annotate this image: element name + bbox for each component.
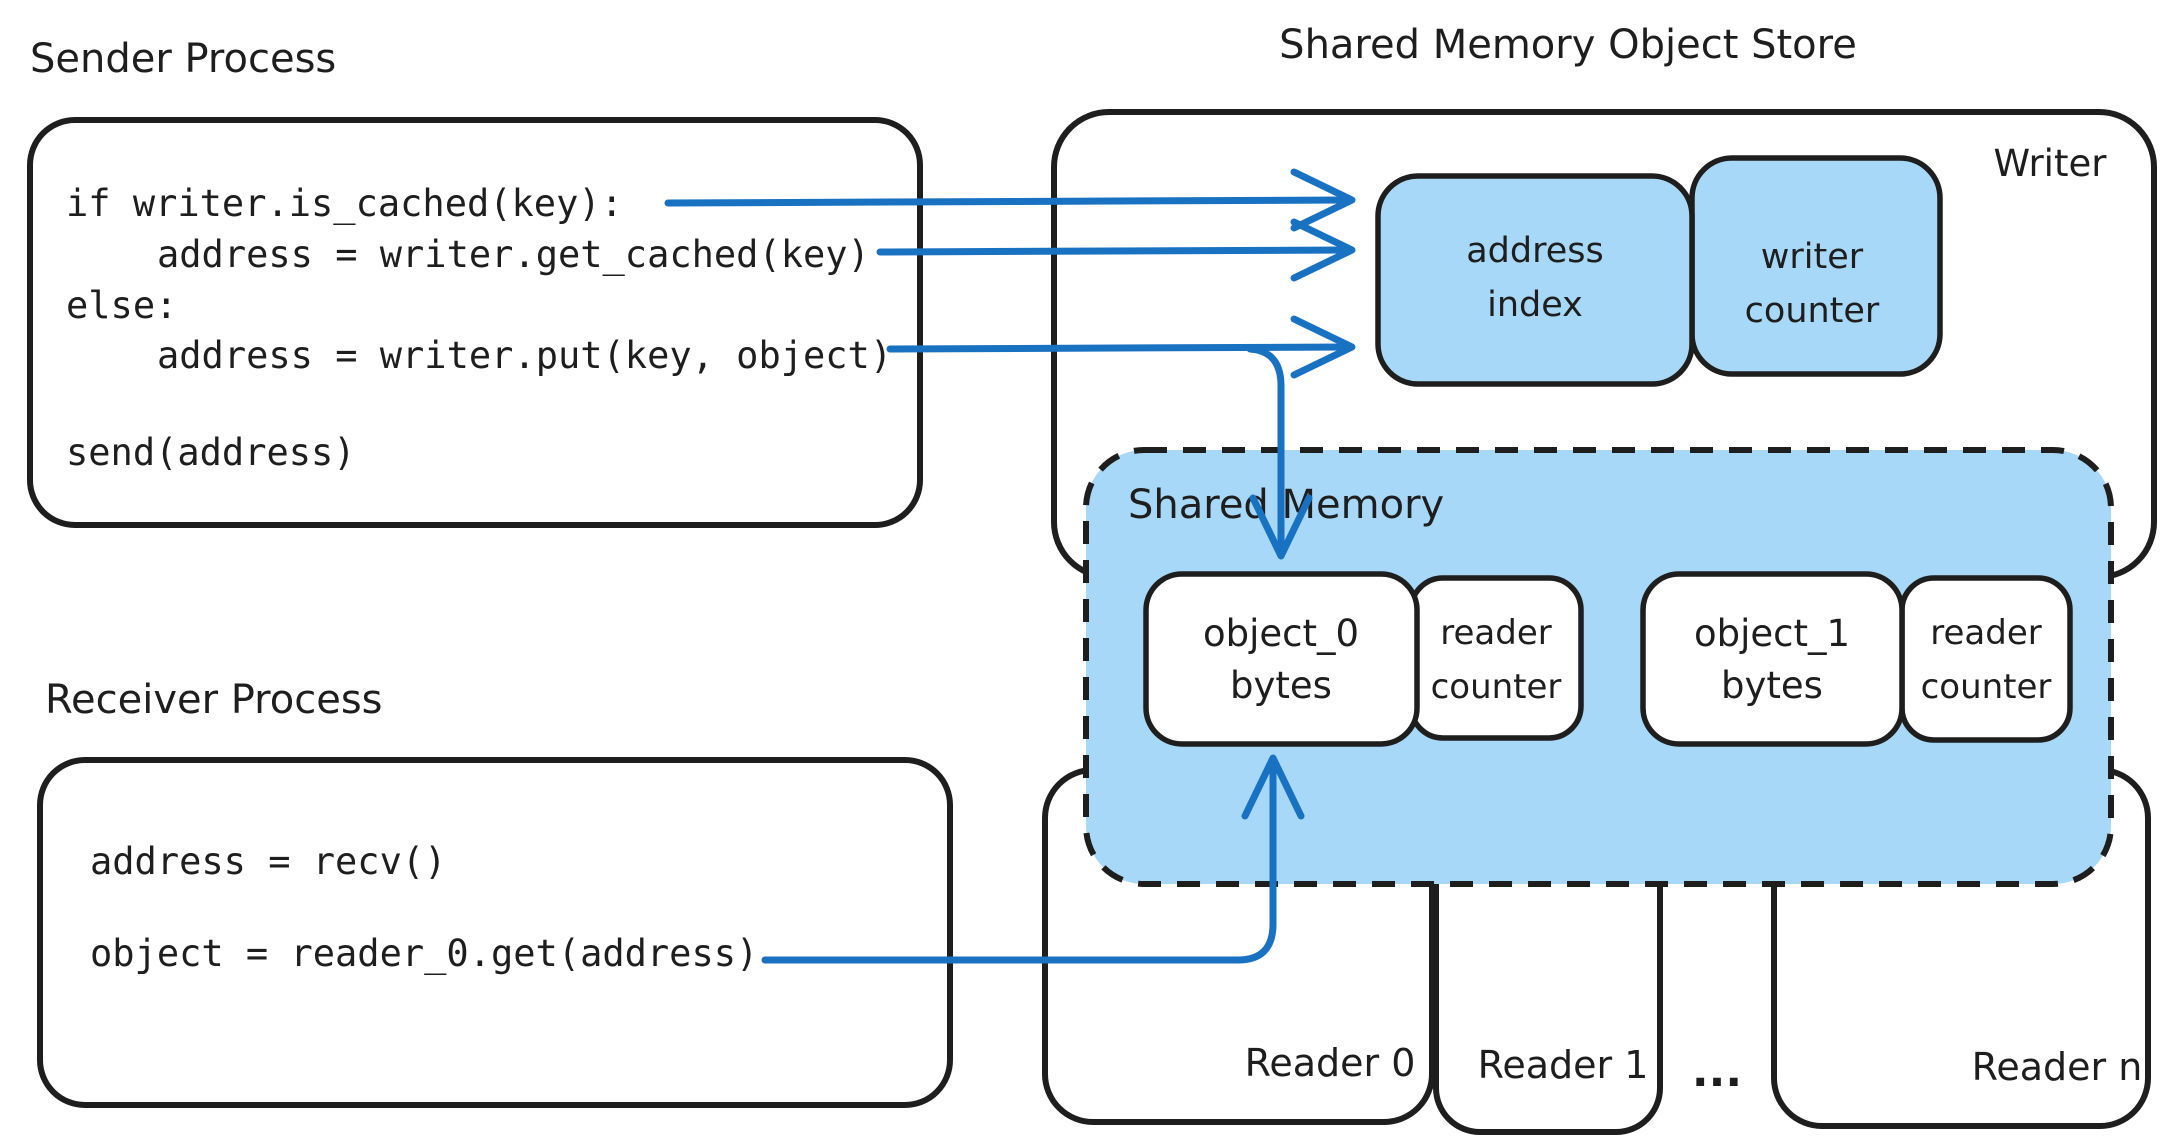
sender-code-line-5: send(address)	[66, 431, 356, 474]
receiver-code-line-2: object = reader_0.get(address)	[90, 932, 758, 976]
object-0-label-line1: object_0	[1203, 612, 1359, 655]
object-1-label-line1: object_1	[1694, 612, 1850, 655]
address-index-label-line1: address	[1466, 231, 1604, 271]
reader-counter-0-label-line1: reader	[1440, 613, 1551, 653]
object-0-box	[1143, 571, 1420, 747]
sender-title: Sender Process	[30, 36, 336, 82]
object-1-box	[1640, 571, 1905, 747]
reader-counter-1-label-line2: counter	[1921, 667, 2052, 707]
address-index-label-line2: index	[1487, 285, 1583, 325]
writer-label: Writer	[1994, 142, 2108, 185]
sender-process-box	[27, 117, 923, 528]
writer-counter-label-line1: writer	[1761, 237, 1864, 277]
arrow-get-cached-to-address-index	[876, 218, 1356, 282]
arrow-put-to-address-index	[886, 315, 1356, 379]
object-1-label-line2: bytes	[1721, 664, 1823, 707]
receiver-title: Receiver Process	[45, 677, 383, 723]
arrow-reader-get-to-object0	[761, 754, 1305, 964]
sender-code-line-3: else:	[66, 284, 177, 327]
shared-memory-box	[1083, 447, 2114, 887]
reader-n-label: Reader n	[1972, 1045, 2143, 1089]
sender-code-line-4: address = writer.put(key, object)	[157, 334, 892, 377]
address-index-box	[1375, 173, 1695, 387]
sender-code-line-2: address = writer.get_cached(key)	[157, 233, 870, 277]
readers-ellipsis: ...	[1692, 1046, 1742, 1097]
receiver-code-line-1: address = recv()	[90, 840, 446, 883]
shared-memory-label: Shared Memory	[1128, 482, 1444, 528]
reader-counter-0-label-line2: counter	[1431, 667, 1562, 707]
object-0-label-line2: bytes	[1230, 664, 1332, 707]
sender-code-line-1: if writer.is_cached(key):	[66, 182, 623, 226]
receiver-process-box	[37, 757, 953, 1108]
arrow-is-cached-to-address-index	[664, 168, 1356, 232]
reader-0-label: Reader 0	[1245, 1041, 1416, 1085]
store-title: Shared Memory Object Store	[1279, 22, 1857, 68]
writer-counter-label-line2: counter	[1745, 291, 1880, 331]
reader-counter-0-box	[1408, 575, 1584, 741]
reader-1-label: Reader 1	[1478, 1043, 1649, 1087]
arrow-put-to-shared-memory	[1246, 345, 1313, 560]
reader-counter-1-box	[1899, 575, 2073, 743]
reader-counter-1-label-line1: reader	[1930, 613, 2041, 653]
